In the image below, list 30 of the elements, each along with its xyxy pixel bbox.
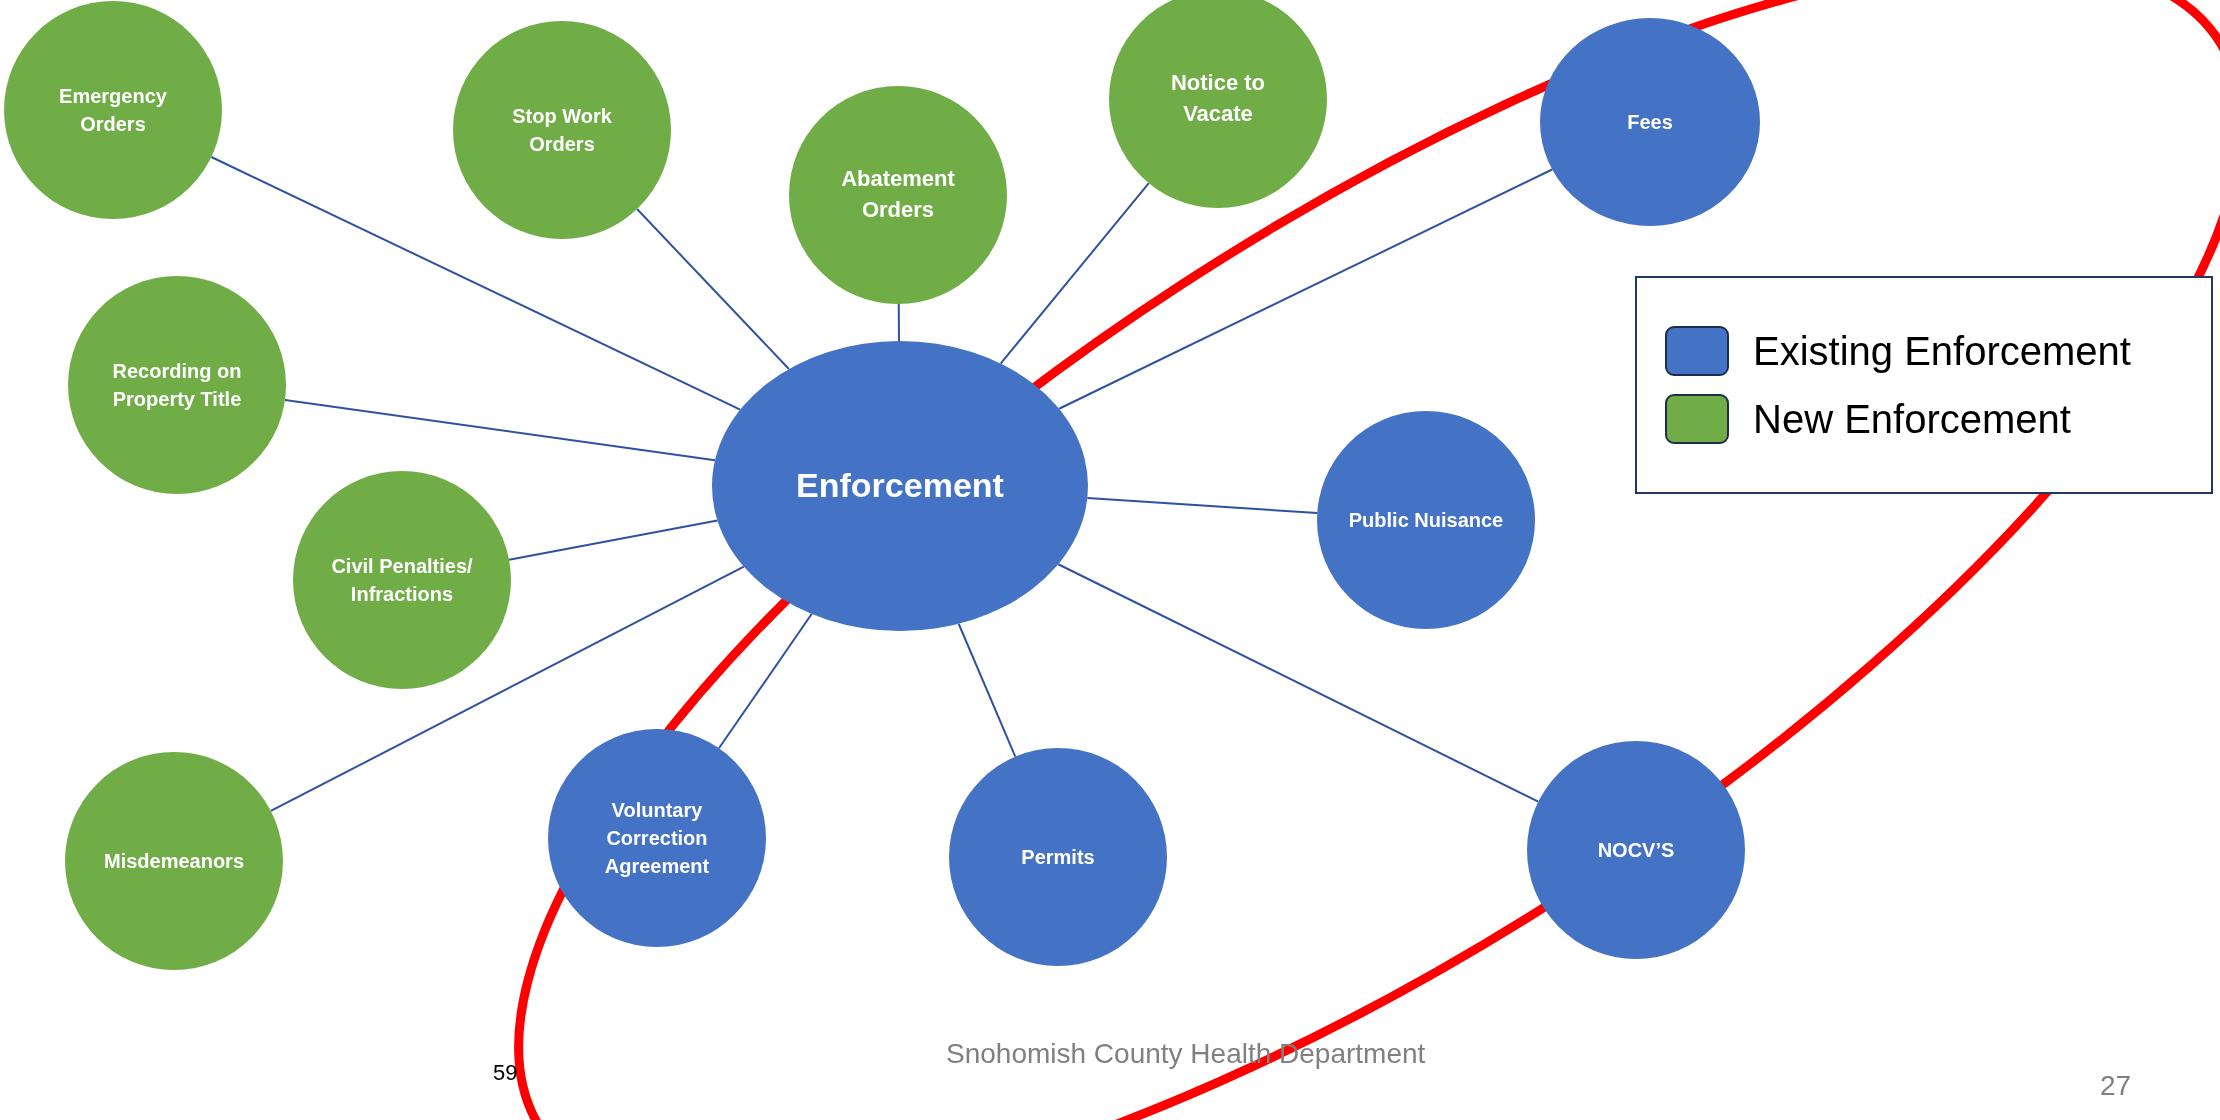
- node-label: Fees: [1627, 110, 1673, 135]
- node-label: Permits: [1021, 845, 1095, 870]
- connector-line: [957, 622, 1017, 758]
- page-number: 27: [2100, 1070, 2132, 1102]
- node-label: NOCV’S: [1597, 838, 1675, 863]
- connector-line: [210, 156, 742, 411]
- page-number: 59: [493, 1060, 518, 1086]
- connector-line: [636, 208, 790, 370]
- node-label: Notice to Vacate: [1169, 69, 1267, 128]
- node-label: Public Nuisance: [1348, 508, 1504, 533]
- footer-text: Snohomish County Health Department: [946, 1038, 1426, 1070]
- connector-line: [283, 399, 716, 462]
- connector-line: [508, 519, 719, 561]
- connector-line: [999, 182, 1150, 365]
- connector-line: [269, 565, 745, 812]
- node-label: Abatement Orders: [840, 165, 956, 224]
- node-label: Misdemeanors: [103, 849, 245, 874]
- connector-line: [1057, 563, 1540, 803]
- connector-line: [717, 613, 813, 750]
- node-label: Stop Work Orders: [511, 104, 613, 157]
- legend-label: Existing Enforcement: [1753, 328, 2131, 374]
- connector-line: [897, 303, 900, 342]
- connector-line: [1086, 497, 1319, 514]
- connector-line: [1058, 168, 1554, 410]
- node-label: Recording on Property Title: [111, 359, 243, 412]
- legend-label: New Enforcement: [1753, 396, 2071, 442]
- node-label: Voluntary Correction Agreement: [603, 798, 711, 879]
- node-label: Civil Penalties/ Infractions: [330, 554, 474, 607]
- node-label: Enforcement: [796, 465, 1004, 507]
- node-label: Emergency Orders: [58, 84, 168, 137]
